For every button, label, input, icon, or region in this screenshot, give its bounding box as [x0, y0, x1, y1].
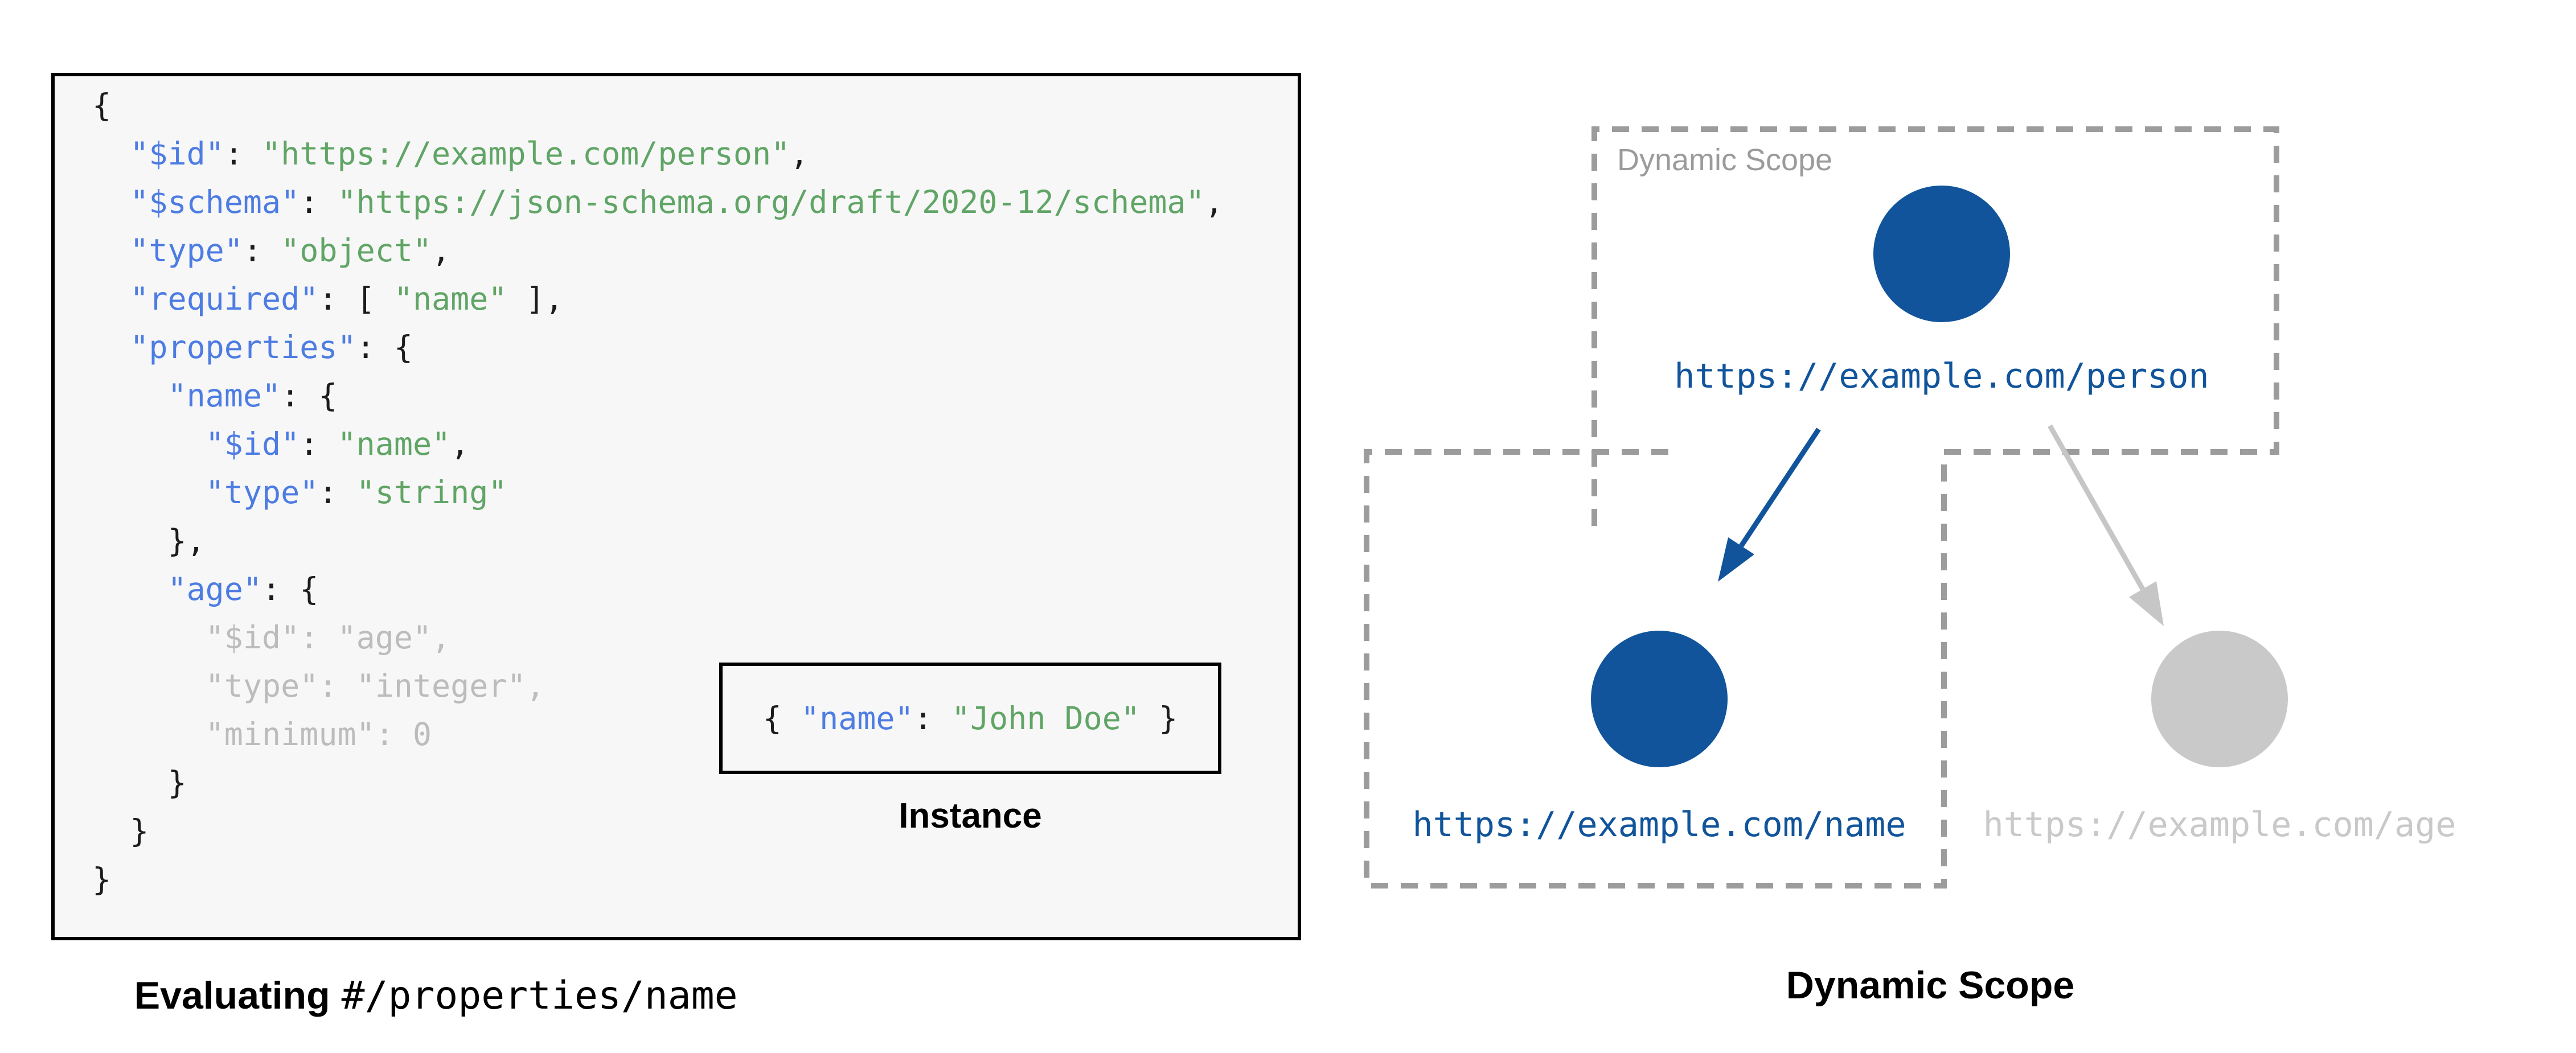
- code-token: "name": [337, 426, 451, 462]
- code-token: "https://example.com/person": [262, 135, 790, 172]
- code-token: "https://json-schema.org/draft/2020-12/s…: [337, 184, 1205, 220]
- code-token: "name": [393, 281, 507, 317]
- dynamic-scope-outline-bottom: [1364, 449, 1947, 889]
- left-caption-bold: Evaluating: [134, 974, 330, 1017]
- code-token: : {: [262, 571, 319, 607]
- code-token: "age": [167, 571, 262, 607]
- code-token: "string": [356, 474, 507, 511]
- dynamic-scope-outline-top: [1591, 126, 2279, 529]
- code-token: "type": [205, 474, 319, 511]
- code-token: : {: [356, 329, 413, 365]
- code-token: ,: [790, 135, 809, 172]
- person-node-url: https://example.com/person: [1674, 356, 2209, 396]
- code-token: :: [224, 135, 262, 172]
- person-node-circle: [1873, 186, 2010, 322]
- code-token: : [: [318, 281, 394, 317]
- code-token: :: [300, 184, 338, 220]
- schema-code-panel: { "$id": "https://example.com/person", "…: [51, 73, 1301, 940]
- code-token: }: [92, 861, 112, 898]
- code-token: "object": [281, 232, 432, 269]
- code-token: }: [1140, 700, 1178, 737]
- code-token: "name": [167, 377, 281, 414]
- dynamic-scope-box-label: Dynamic Scope: [1617, 143, 1833, 177]
- code-line: }: [92, 807, 1298, 855]
- code-line: "age": {: [92, 565, 1298, 614]
- code-line: "name": {: [92, 372, 1298, 420]
- code-token: },: [92, 523, 206, 559]
- code-line: "$id": "name",: [92, 420, 1298, 468]
- code-token: "type": "integer",: [92, 668, 545, 704]
- code-line: }: [92, 855, 1298, 904]
- code-line: "type": "string": [92, 468, 1298, 517]
- code-token: "$id": [130, 135, 224, 172]
- code-line: "$id": "age",: [92, 614, 1298, 662]
- code-line: "$id": "https://example.com/person",: [92, 130, 1298, 178]
- code-token: :: [243, 232, 281, 269]
- left-caption: Evaluating #/properties/name: [124, 963, 738, 1029]
- code-line: "type": "object",: [92, 227, 1298, 275]
- code-token: "$id": [205, 426, 300, 462]
- code-line: },: [92, 517, 1298, 565]
- instance-code: { "name": "John Doe" }: [763, 700, 1178, 737]
- code-token: :: [913, 700, 951, 737]
- code-token: "name": [800, 700, 914, 737]
- code-token: : {: [281, 377, 338, 414]
- code-token: "$id": "age",: [92, 619, 451, 656]
- instance-box: { "name": "John Doe" }: [719, 663, 1221, 774]
- code-token: "properties": [130, 329, 356, 365]
- code-token: "John Doe": [951, 700, 1141, 737]
- ref-arrow-person-to-age: [2048, 424, 2164, 626]
- left-caption-pointer: #/properties/name: [341, 973, 738, 1018]
- code-line: "minimum": 0: [92, 710, 1298, 759]
- code-token: "minimum": 0: [92, 716, 432, 752]
- code-token: :: [318, 474, 356, 511]
- code-token: }: [92, 764, 187, 801]
- code-token: {: [762, 700, 801, 737]
- name-node-circle: [1591, 631, 1728, 767]
- instance-label: Instance: [899, 796, 1042, 836]
- code-line: "$schema": "https://json-schema.org/draf…: [92, 178, 1298, 227]
- code-token: "required": [130, 281, 319, 317]
- right-caption: Dynamic Scope: [1786, 964, 2075, 1007]
- schema-code: { "$id": "https://example.com/person", "…: [55, 76, 1298, 904]
- code-line: "type": "integer",: [92, 662, 1298, 710]
- code-token: }: [92, 813, 149, 849]
- code-line: "properties": {: [92, 323, 1298, 372]
- code-token: ,: [450, 426, 470, 462]
- age-node-url: https://example.com/age: [1983, 805, 2456, 845]
- code-token: "$schema": [130, 184, 300, 220]
- name-node-url: https://example.com/name: [1412, 805, 1906, 845]
- ref-arrow-person-to-name: [1718, 427, 1821, 582]
- code-line: }: [92, 759, 1298, 807]
- code-token: {: [92, 87, 112, 124]
- code-token: ],: [507, 281, 564, 317]
- age-node-circle: [2151, 631, 2288, 767]
- code-token: :: [300, 426, 338, 462]
- code-line: {: [92, 81, 1298, 130]
- code-token: "type": [130, 232, 243, 269]
- code-token: ,: [432, 232, 451, 269]
- code-token: ,: [1204, 184, 1224, 220]
- code-line: "required": [ "name" ],: [92, 275, 1298, 323]
